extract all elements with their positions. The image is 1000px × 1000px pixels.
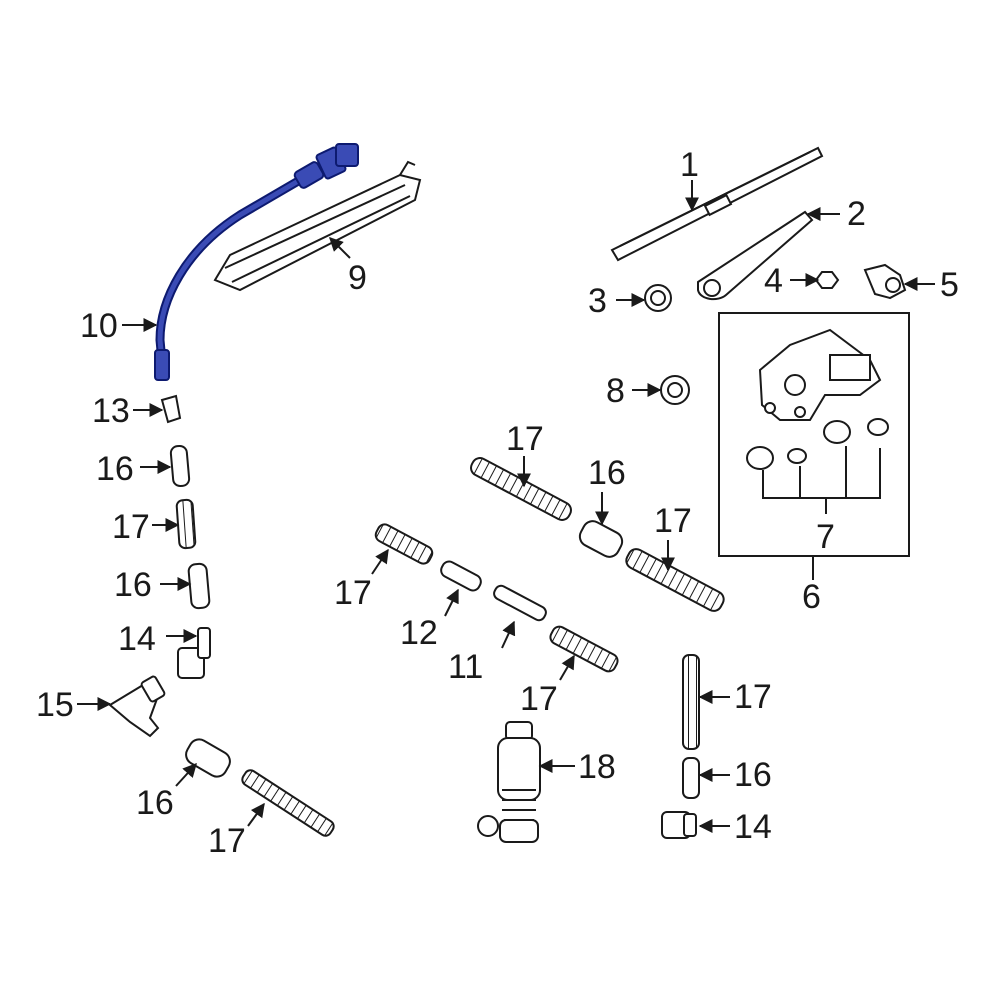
callout-13: 13 bbox=[92, 392, 130, 430]
callout-16d: 16 bbox=[588, 454, 626, 492]
callout-18: 18 bbox=[578, 748, 616, 786]
callout-10: 10 bbox=[80, 307, 118, 345]
callout-labels: 1 2 3 4 5 6 7 8 9 10 11 12 13 14 14 15 1… bbox=[36, 146, 959, 860]
wiper-motor-box-part-6[interactable] bbox=[718, 312, 910, 557]
callout-16b: 16 bbox=[114, 566, 152, 604]
callout-17c: 17 bbox=[506, 420, 544, 458]
cap-part-5[interactable] bbox=[863, 263, 907, 300]
nut-part-8[interactable] bbox=[660, 375, 690, 405]
hose-part-17f[interactable] bbox=[548, 624, 620, 674]
hose-part-17g[interactable] bbox=[682, 654, 700, 750]
valve-part-13[interactable] bbox=[160, 394, 182, 424]
wiper-arm-part-2[interactable] bbox=[697, 210, 814, 301]
callout-2: 2 bbox=[847, 195, 866, 233]
connector-part-11[interactable] bbox=[492, 584, 548, 623]
callout-4: 4 bbox=[764, 262, 783, 300]
hose-part-17e[interactable] bbox=[373, 522, 434, 566]
callout-7: 7 bbox=[816, 518, 835, 556]
nut-part-3[interactable] bbox=[644, 284, 672, 312]
callout-17g: 17 bbox=[734, 678, 772, 716]
callout-16c: 16 bbox=[136, 784, 174, 822]
washer-pump-part-18[interactable] bbox=[477, 721, 541, 843]
check-valve-part-12[interactable] bbox=[439, 559, 484, 593]
callout-17a: 17 bbox=[112, 508, 150, 546]
connector-part-14b[interactable] bbox=[661, 811, 697, 839]
nut-part-4[interactable] bbox=[814, 271, 840, 289]
callout-5: 5 bbox=[940, 266, 959, 304]
callout-11: 11 bbox=[448, 648, 483, 686]
callout-15: 15 bbox=[36, 686, 74, 724]
washer-hose-part-10[interactable] bbox=[154, 143, 359, 381]
hose-part-17d[interactable] bbox=[624, 546, 727, 613]
wiper-blade-part-1[interactable] bbox=[610, 146, 824, 262]
elbow-part-15[interactable] bbox=[108, 675, 166, 738]
hose-part-16a[interactable] bbox=[169, 444, 191, 488]
grommet-set-part-7[interactable] bbox=[746, 418, 889, 499]
callout-14a: 14 bbox=[118, 620, 156, 658]
hose-part-17b[interactable] bbox=[240, 768, 336, 838]
callout-3: 3 bbox=[588, 282, 607, 320]
hose-part-17a[interactable] bbox=[175, 498, 197, 550]
callout-16a: 16 bbox=[96, 450, 134, 488]
hose-part-16c[interactable] bbox=[182, 736, 233, 781]
hose-part-16d[interactable] bbox=[576, 518, 625, 561]
hose-part-16b[interactable] bbox=[187, 562, 211, 610]
callout-17e: 17 bbox=[334, 574, 372, 612]
connector-part-14a[interactable] bbox=[177, 627, 211, 679]
nozzle-bracket-part-9[interactable] bbox=[213, 160, 422, 292]
callout-17f: 17 bbox=[520, 680, 558, 718]
callout-1: 1 bbox=[680, 146, 699, 184]
callout-6: 6 bbox=[802, 578, 821, 616]
leader-lines bbox=[77, 180, 935, 833]
callout-17d: 17 bbox=[654, 502, 692, 540]
hose-part-16e[interactable] bbox=[682, 757, 700, 799]
callout-8: 8 bbox=[606, 372, 625, 410]
callout-17b: 17 bbox=[208, 822, 246, 860]
hose-part-17c[interactable] bbox=[468, 455, 574, 523]
callout-16e: 16 bbox=[734, 756, 772, 794]
callout-9: 9 bbox=[348, 259, 367, 297]
callout-12: 12 bbox=[400, 614, 438, 652]
callout-14b: 14 bbox=[734, 808, 772, 846]
